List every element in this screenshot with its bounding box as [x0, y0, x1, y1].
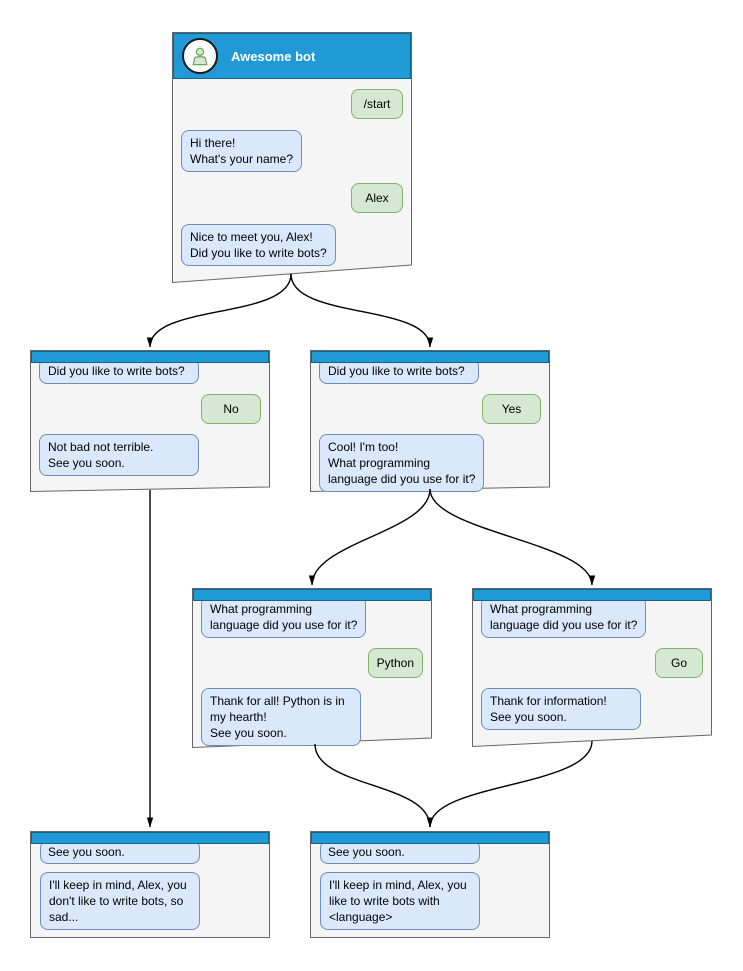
- chat-title: Awesome bot: [231, 48, 316, 64]
- message-bubble-bot: What programming language did you use fo…: [481, 596, 647, 638]
- message-bubble-user: /start: [351, 89, 403, 119]
- chat-header: [311, 832, 549, 844]
- chat-node-lang-python: What programming language did you use fo…: [192, 588, 432, 749]
- message-bubble-bot: See you soon.: [320, 840, 480, 864]
- chat-node-root: Awesome bot /start Hi there! What's your…: [172, 32, 412, 284]
- message-bubble-bot: Cool! I'm too! What programming language…: [319, 434, 485, 492]
- chat-header: [31, 832, 269, 844]
- message-list: See you soon. I'll keep in mind, Alex, y…: [31, 832, 269, 930]
- chat-header: [311, 351, 549, 363]
- chat-header: [193, 589, 431, 601]
- chat-node-branch-no: Did you like to write bots? No Not bad n…: [30, 350, 270, 493]
- message-bubble-bot: Did you like to write bots?: [39, 358, 199, 384]
- chat-header: [31, 351, 269, 363]
- message-list: What programming language did you use fo…: [472, 588, 712, 730]
- edge-branch-yes-to-lang-python: [308, 488, 431, 586]
- message-bubble-user: Go: [655, 648, 703, 678]
- avatar: [182, 38, 218, 74]
- message-bubble-bot: Hi there! What's your name?: [181, 130, 303, 172]
- person-icon: [192, 47, 208, 66]
- message-bubble-bot: I'll keep in mind, Alex, you don't like …: [40, 872, 200, 930]
- chat-node-final-yes: See you soon. I'll keep in mind, Alex, y…: [310, 831, 550, 938]
- chat-header: Awesome bot: [173, 33, 411, 79]
- message-list: Did you like to write bots? Yes Cool! I'…: [310, 350, 550, 492]
- message-list: /start Hi there! What's your name? Alex …: [172, 32, 412, 266]
- chat-header: [473, 589, 711, 601]
- message-bubble-user: Yes: [482, 394, 541, 424]
- message-bubble-bot: Nice to meet you, Alex! Did you like to …: [181, 224, 336, 266]
- message-bubble-bot: Thank for all! Python is in my hearth! S…: [201, 688, 361, 746]
- message-bubble-bot: See you soon.: [40, 840, 200, 864]
- message-bubble-user: Python: [367, 648, 423, 678]
- edge-root-to-branch-no: [146, 273, 292, 348]
- message-bubble-bot: I'll keep in mind, Alex, you like to wri…: [320, 872, 480, 930]
- edge-lang-python-to-final-yes: [314, 743, 434, 828]
- message-list: See you soon. I'll keep in mind, Alex, y…: [311, 832, 549, 930]
- edge-branch-yes-to-lang-go: [429, 488, 596, 586]
- edge-lang-go-to-final-yes: [426, 740, 593, 828]
- chat-node-final-no: See you soon. I'll keep in mind, Alex, y…: [30, 831, 270, 938]
- message-bubble-bot: What programming language did you use fo…: [201, 596, 367, 638]
- message-list: What programming language did you use fo…: [192, 588, 432, 746]
- message-bubble-user: No: [201, 394, 261, 424]
- chat-node-branch-yes: Did you like to write bots? Yes Cool! I'…: [310, 350, 550, 493]
- message-bubble-user: Alex: [351, 183, 403, 213]
- chat-node-lang-go: What programming language did you use fo…: [472, 588, 712, 748]
- message-list: Did you like to write bots? No Not bad n…: [30, 350, 270, 476]
- message-bubble-bot: Thank for information! See you soon.: [481, 688, 641, 730]
- edge-root-to-branch-yes: [290, 273, 434, 348]
- message-bubble-bot: Not bad not terrible. See you soon.: [39, 434, 199, 476]
